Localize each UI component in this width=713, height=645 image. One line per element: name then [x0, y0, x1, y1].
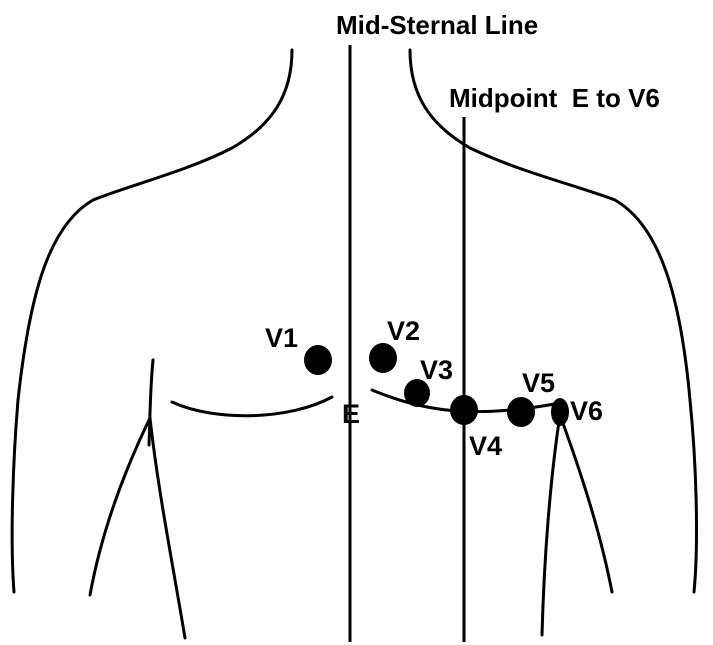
left-rib-curve: [172, 397, 332, 416]
right-arm-inner-line: [560, 415, 612, 592]
left-arm-inner-line: [90, 418, 150, 595]
electrode-v5-dot: [507, 397, 535, 427]
electrode-v3-label: V3: [420, 355, 453, 385]
electrode-v1-label: V1: [265, 323, 298, 353]
electrode-v5-label: V5: [522, 368, 555, 398]
electrode-v4-label: V4: [469, 431, 502, 461]
neck-left-outline: [12, 50, 292, 592]
electrode-v6-label: V6: [570, 396, 603, 426]
electrode-v2-label: V2: [387, 316, 420, 346]
electrode-v2-dot: [369, 343, 397, 373]
left-torso-side-line: [150, 418, 185, 638]
right-torso-side-line: [542, 415, 560, 635]
mid-sternal-line-label: Mid-Sternal Line: [336, 10, 538, 40]
electrode-v4-dot: [450, 395, 478, 425]
neck-right-outline: [410, 50, 697, 592]
midpoint-line-label: Midpoint E to V6: [449, 83, 660, 113]
landmark-e-label: E: [342, 399, 360, 429]
electrode-v6-dot: [551, 398, 569, 426]
electrode-v1-dot: [304, 345, 332, 375]
